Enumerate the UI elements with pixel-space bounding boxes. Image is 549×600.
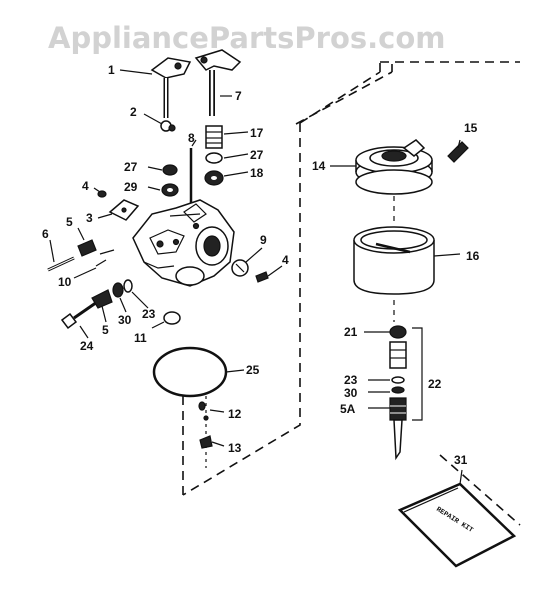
part-5-spring-left [77,239,97,257]
part-2-screw [160,120,176,132]
label-15: 15 [464,121,478,135]
label-2: 2 [130,105,137,119]
part-27-washer-right [205,152,223,164]
dashed-outline [182,61,521,526]
part-12-clip [198,401,209,421]
label-6: 6 [42,227,49,241]
label-10: 10 [58,275,72,289]
label-7: 7 [235,89,242,103]
part-17-spring [205,125,223,149]
part-9-washer [231,259,249,277]
label-27-right: 27 [250,148,264,162]
label-17: 17 [250,126,264,140]
bracket-22 [412,327,423,421]
label-31: 31 [454,453,468,467]
label-27-left: 27 [124,160,138,174]
label-9: 9 [260,233,267,247]
dashed-leader [295,64,393,125]
label-11: 11 [134,331,147,345]
part-5-spring-lower [91,289,113,309]
label-23-right: 23 [344,373,358,387]
label-1: 1 [108,63,115,77]
label-21: 21 [344,325,358,339]
label-12: 12 [228,407,242,421]
label-25: 25 [246,363,260,377]
watermark: AppliancePartsPros.com [48,21,445,55]
part-30-washer-left [112,282,124,298]
label-8-top: 8 [188,131,195,145]
label-4-left: 4 [82,179,89,193]
part-labels: 1 2 7 8 17 27 18 27 29 4 3 5 6 10 24 5 3… [42,63,480,467]
part-22-valve-assembly [389,325,407,461]
label-29: 29 [124,180,138,194]
label-16: 16 [466,249,480,263]
label-8-lower: 5 [102,323,109,337]
label-30-left: 30 [118,313,132,327]
part-4-plug-right [255,271,269,283]
label-5-left: 5 [66,215,73,229]
part-10-dash [95,259,107,267]
label-13: 13 [228,441,242,455]
part-25-gasket [152,346,228,398]
part-14-diaphragm [355,139,433,195]
carburetor-body [132,199,235,287]
label-5A: 5A [340,402,356,416]
label-22: 22 [428,377,442,391]
label-18: 18 [250,166,264,180]
part-15-screw [447,141,469,163]
part-11-seat [163,311,181,325]
part-27-washer-left [162,164,178,176]
part-31-repair-kit: REPAIR KIT [397,482,517,568]
part-16-float-bowl [353,226,435,295]
label-4-right: 4 [282,253,289,267]
part-13-pin [199,396,213,468]
label-23-left: 23 [142,307,156,321]
part-6-screw [47,249,115,272]
part-1-throttle-shaft [150,57,192,118]
part-7-choke-shaft [194,49,242,116]
part-24-screw [60,298,101,330]
label-24: 24 [80,339,94,353]
label-3: 3 [86,211,93,225]
part-4-plug-left [97,190,107,198]
label-30-right: 30 [344,386,358,400]
leader-lines [49,69,463,485]
part-23-ring-left [123,279,133,293]
label-14: 14 [312,159,326,173]
